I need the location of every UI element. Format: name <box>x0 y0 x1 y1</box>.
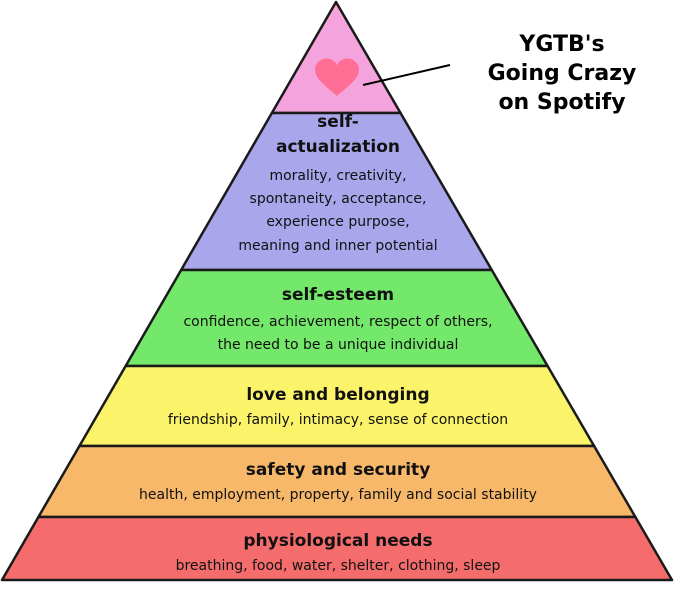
level-title: physiological needs <box>243 531 432 551</box>
level-description: meaning and inner potential <box>238 238 437 254</box>
band-love-and-belonging <box>78 364 596 448</box>
level-title: self- <box>317 112 359 132</box>
level-title: actualization <box>276 137 400 157</box>
level-description: breathing, food, water, shelter, clothin… <box>176 558 501 574</box>
level-description: spontaneity, acceptance, <box>250 191 427 207</box>
level-self-actualization: self-actualization morality, creativity, s… <box>179 111 494 272</box>
level-title: love and belonging <box>246 385 429 405</box>
level-description: the need to be a unique individual <box>218 337 459 353</box>
level-self-esteem: self-esteem confidence, achievement, resp… <box>124 268 549 368</box>
annotation-text: YGTB's <box>518 32 604 57</box>
level-top <box>270 0 402 115</box>
level-title: self-esteem <box>282 285 394 305</box>
level-description: health, employment, property, family and… <box>139 487 537 503</box>
band-safety-and-security <box>37 444 637 519</box>
level-love-and-belonging: love and belonging friendship, family, in… <box>78 364 596 448</box>
annotation-pointer-line <box>362 64 451 86</box>
band-physiological-needs <box>0 515 674 582</box>
level-description: confidence, achievement, respect of othe… <box>183 314 492 330</box>
level-title: safety and security <box>246 460 431 480</box>
level-description: experience purpose, <box>266 214 409 230</box>
level-description: morality, creativity, <box>269 168 406 184</box>
band-top <box>270 0 402 115</box>
heart-icon <box>315 58 359 96</box>
annotation-text: on Spotify <box>498 90 625 115</box>
level-safety-and-security: safety and security health, employment, p… <box>37 444 637 519</box>
level-description: friendship, family, intimacy, sense of c… <box>168 412 508 428</box>
annotation-text: Going Crazy <box>488 61 637 86</box>
level-physiological-needs: physiological needs breathing, food, wate… <box>0 515 674 582</box>
